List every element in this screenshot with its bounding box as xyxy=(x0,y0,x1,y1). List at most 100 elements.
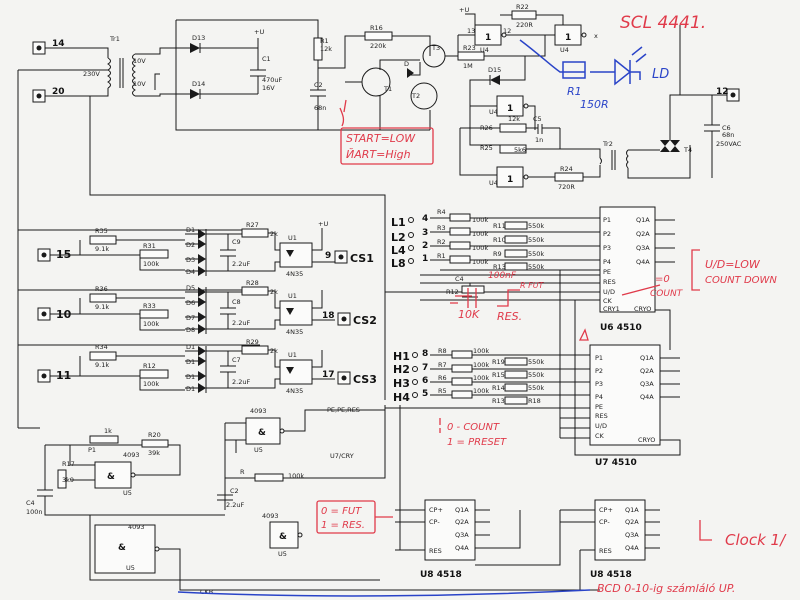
d15-label: D15 xyxy=(488,66,501,74)
svg-text:100k: 100k xyxy=(473,347,489,355)
r12-resistor xyxy=(139,369,169,379)
d14-label: D14 xyxy=(192,80,205,88)
svg-text:D2: D2 xyxy=(186,241,195,249)
r24v-label: 720R xyxy=(558,183,575,191)
r12v-label: 100k xyxy=(143,380,159,388)
svg-text:550k: 550k xyxy=(528,384,544,392)
cs2-label: CS2 xyxy=(353,314,377,327)
r24-label: R24 xyxy=(560,165,573,173)
svg-text:R19: R19 xyxy=(492,358,505,366)
r23v-label: 1M xyxy=(463,62,473,70)
c1vv-label: 16V xyxy=(262,84,275,92)
svg-text:2k: 2k xyxy=(270,230,278,238)
power-input-section: 14 20 Tr1 230V 10V 10V D13 D14 C1 470uF … xyxy=(17,19,430,429)
svg-text:2k: 2k xyxy=(270,347,278,355)
svg-text:&: & xyxy=(258,428,266,438)
r16v-label: 220k xyxy=(370,42,386,50)
svg-text:C8: C8 xyxy=(232,298,241,306)
svg-text:D1: D1 xyxy=(186,343,195,351)
svg-text:3: 3 xyxy=(422,228,428,238)
svg-text:Q1A: Q1A xyxy=(625,506,639,514)
start-high-annotation: ЙАRT=High xyxy=(346,148,411,161)
svg-text:+U: +U xyxy=(318,220,328,228)
svg-text:Q3A: Q3A xyxy=(625,531,639,539)
svg-text:R15: R15 xyxy=(492,371,505,379)
svg-text:2.2uF: 2.2uF xyxy=(232,378,250,386)
r33v-label: 100k xyxy=(143,320,159,328)
svg-text:&: & xyxy=(118,543,126,553)
svg-text:C4: C4 xyxy=(26,499,35,507)
svg-text:10K: 10K xyxy=(458,308,480,321)
svg-text:P2: P2 xyxy=(603,230,611,238)
h4-label: H4 xyxy=(393,391,410,404)
gate-u4a-num: 1 xyxy=(485,33,491,43)
svg-text:R2: R2 xyxy=(437,238,446,246)
svg-text:U5: U5 xyxy=(123,489,132,497)
svg-text:CP+: CP+ xyxy=(429,506,443,514)
r22v-label: 220R xyxy=(516,21,533,29)
svg-text:550k: 550k xyxy=(528,358,544,366)
svg-text:550k: 550k xyxy=(528,250,544,258)
svg-text:100nF: 100nF xyxy=(488,271,517,281)
svg-text:R3: R3 xyxy=(437,224,446,232)
svg-text:Q3A: Q3A xyxy=(455,531,469,539)
svg-text:U/D=LOW: U/D=LOW xyxy=(705,258,761,271)
svg-text:Q2A: Q2A xyxy=(636,230,650,238)
gate-4093-c xyxy=(269,521,299,549)
svg-text:D1: D1 xyxy=(186,385,195,393)
r16-resistor xyxy=(364,31,393,41)
svg-text:D3: D3 xyxy=(186,256,195,264)
svg-text:100k: 100k xyxy=(472,216,488,224)
svg-text:R14: R14 xyxy=(492,384,505,392)
svg-text:4: 4 xyxy=(422,214,428,224)
svg-text:4N35: 4N35 xyxy=(286,328,303,336)
input-stages: 15 R35 9.1k R31 100k 10 R36 9.1k R33 100… xyxy=(18,220,377,395)
counter-u6-section: P1 P2 P3 P4 PE RES U/D CK CRY1 Q1A Q2A Q… xyxy=(327,206,681,468)
svg-text:C9: C9 xyxy=(232,238,241,246)
r24-resistor xyxy=(554,172,584,182)
svg-text:RES.: RES. xyxy=(497,310,522,323)
svg-text:2.2uF: 2.2uF xyxy=(232,319,250,327)
svg-text:100k: 100k xyxy=(288,472,304,480)
diode-bridge-1: D1 D2 D3 D4 xyxy=(185,226,260,276)
svg-text:CK: CK xyxy=(595,432,605,440)
r34-resistor xyxy=(89,351,117,361)
svg-text:R13: R13 xyxy=(492,397,505,405)
svg-text:0 - COUNT: 0 - COUNT xyxy=(447,422,500,433)
r33-label: R33 xyxy=(143,302,156,310)
svg-text:U5: U5 xyxy=(254,446,263,454)
svg-text:6: 6 xyxy=(422,376,428,386)
svg-text:2k: 2k xyxy=(270,288,278,296)
gate-u4b-num: 1 xyxy=(565,33,571,43)
r31-label: R31 xyxy=(143,242,156,250)
svg-text:R20: R20 xyxy=(148,431,161,439)
diode-bridge-2: D5 D6 D7 D8 xyxy=(185,284,260,334)
svg-text:U7/CRY: U7/CRY xyxy=(330,452,354,460)
svg-text:Q4A: Q4A xyxy=(625,544,639,552)
svg-text:CRYO: CRYO xyxy=(634,305,651,313)
svg-text:CRY1: CRY1 xyxy=(603,305,620,313)
r22-resistor xyxy=(511,10,537,20)
svg-text:150R: 150R xyxy=(580,98,609,111)
svg-text:Q4A: Q4A xyxy=(636,258,650,266)
svg-text:R1: R1 xyxy=(437,252,446,260)
c2-label: C2 xyxy=(314,81,323,89)
svg-text:CRYO: CRYO xyxy=(638,436,655,444)
r35v-label: 9.1k xyxy=(95,245,109,253)
svg-text:R1: R1 xyxy=(567,85,582,98)
svg-text:P2: P2 xyxy=(595,367,603,375)
svg-text:Q1A: Q1A xyxy=(636,216,650,224)
svg-text:R8: R8 xyxy=(438,347,447,355)
svg-text:R6: R6 xyxy=(438,374,447,382)
h1-label: H1 xyxy=(393,350,410,363)
svg-text:1: 1 xyxy=(422,254,428,264)
r31v-label: 100k xyxy=(143,260,159,268)
c1v-label: 470uF xyxy=(262,76,283,84)
diode-bridge-3: D1 D1 D1 D1 xyxy=(185,343,260,393)
counter-u8-section: CP+ CP- RES Q1A Q2A Q3A Q4A U8 4518 CP+ … xyxy=(395,405,660,590)
r36-label: R36 xyxy=(95,285,108,293)
svg-text:39k: 39k xyxy=(148,449,160,457)
svg-text:Q1A: Q1A xyxy=(455,506,469,514)
u7-label: U7 4510 xyxy=(595,458,637,468)
svg-text:RES: RES xyxy=(595,412,608,420)
